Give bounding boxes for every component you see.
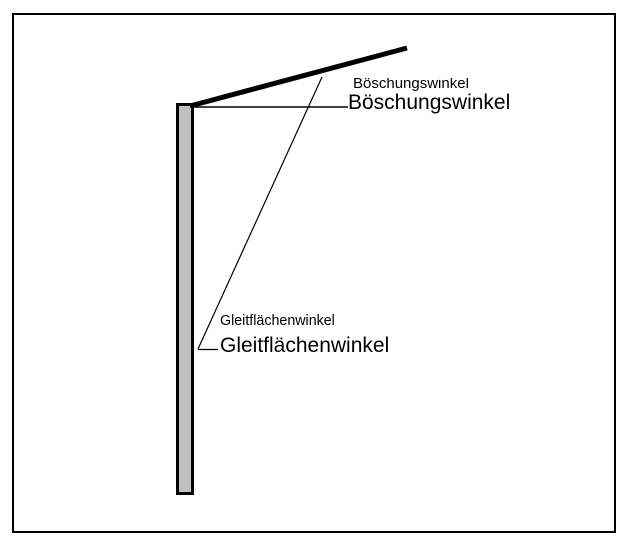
diagram-frame (12, 13, 616, 533)
slope-surface-line (189, 45, 408, 109)
boeschungswinkel-label-small-clip: Böschungswinkel (353, 78, 478, 93)
retaining-wall (176, 103, 194, 495)
gleitflaechenwinkel-label-small: Gleitflächenwinkel (220, 312, 335, 329)
boeschungswinkel-label-small: Böschungswinkel (353, 78, 469, 92)
gleitflaechenwinkel-label-large: Gleitflächenwinkel (220, 334, 390, 357)
boeschungswinkel-label-large: Böschungswinkel (348, 91, 511, 114)
sliding-surface-line (197, 76, 323, 350)
